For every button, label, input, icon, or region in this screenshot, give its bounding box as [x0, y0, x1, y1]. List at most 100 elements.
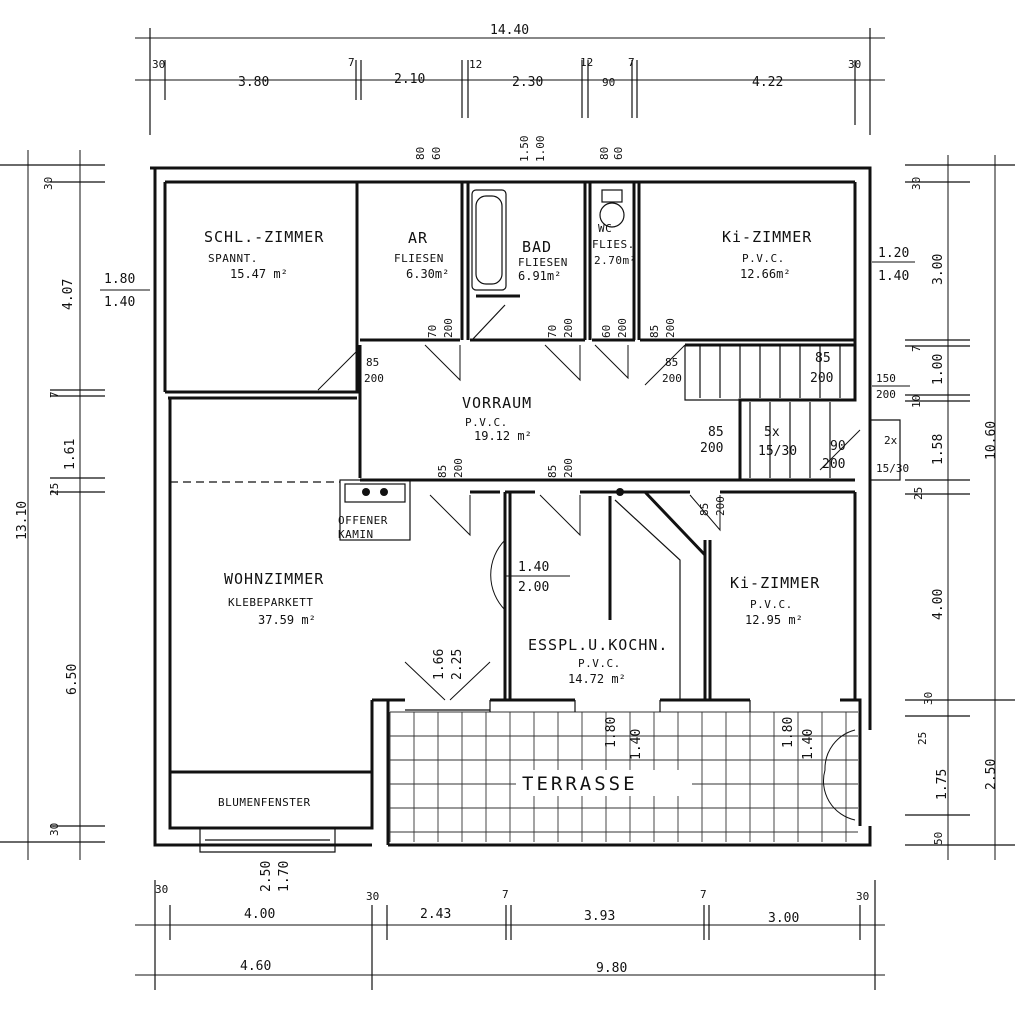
dim-left-total: 13.10 — [15, 501, 30, 540]
kizimmer2-name: Ki-ZIMMER — [730, 574, 820, 592]
door-ent-h: 200 — [876, 388, 896, 401]
dim-bot-980: 9.80 — [596, 961, 627, 976]
pass-w: 1.40 — [518, 560, 549, 575]
dim-right-30a: 30 — [910, 177, 923, 190]
dim-left-407: 4.07 — [61, 279, 76, 310]
win-ki1-w: 1.20 — [878, 246, 909, 261]
kizimmer2-floor: P.V.C. — [750, 598, 793, 611]
win-ess-h: 1.40 — [629, 729, 644, 760]
win-ar-h: 60 — [430, 147, 443, 160]
dim-left-650: 6.50 — [65, 664, 80, 695]
dim-top-12a: 12 — [469, 58, 482, 71]
wohnzimmer-area: 37.59 m² — [258, 613, 316, 627]
door-swings — [317, 344, 861, 821]
left-dimensions: 13.10 30 4.07 7 1.61 25 6.50 30 — [0, 150, 105, 860]
win-ar-w: 80 — [414, 147, 427, 160]
dim-right-175: 1.75 — [935, 769, 950, 800]
wc-area: 2.70m² — [594, 254, 637, 267]
bad-floor: FLIESEN — [518, 256, 568, 269]
kamin-line2: KAMIN — [338, 528, 374, 541]
terrace-tiles — [389, 711, 858, 842]
dim-bot-7b: 7 — [700, 888, 707, 901]
dim-top-210: 2.10 — [394, 72, 425, 87]
door-bad-w: 70 — [546, 325, 559, 338]
dim-top-30b: 30 — [848, 58, 861, 71]
door-ki1-w: 85 — [648, 325, 661, 338]
dim-top-30a: 30 — [152, 58, 165, 71]
win-blume-h: 1.70 — [277, 861, 292, 892]
dim-left-30a: 30 — [42, 177, 55, 190]
ext-steps-count: 2x — [884, 434, 898, 447]
dim-left-30b: 30 — [48, 823, 61, 836]
win-schl-w: 1.80 — [104, 272, 135, 287]
opening-labels: 1.80 1.40 80 60 1.50 1.00 80 60 1.20 1.4… — [100, 136, 915, 892]
win-ki2-h: 1.40 — [801, 729, 816, 760]
dim-right-158: 1.58 — [931, 434, 946, 465]
dim-bot-400: 4.00 — [244, 907, 275, 922]
vorraum-name: VORRAUM — [462, 394, 532, 412]
bad-area: 6.91m² — [518, 269, 561, 283]
bad-name: BAD — [522, 238, 552, 256]
vorraum-area: 19.12 m² — [474, 429, 532, 443]
dim-right-25b: 25 — [916, 732, 929, 745]
door-vr-w: 85 — [815, 351, 831, 366]
dim-right-total: 10.60 — [984, 421, 999, 460]
dim-right-300: 3.00 — [931, 254, 946, 285]
dim-right-30b: 30 — [922, 692, 935, 705]
dim-right-400: 4.00 — [931, 589, 946, 620]
toilet-icon — [599, 202, 625, 228]
win-wc-h: 60 — [612, 147, 625, 160]
win-ki2-w: 1.80 — [781, 717, 796, 748]
dim-bot-7a: 7 — [502, 888, 509, 901]
door-ki2-w: 85 — [698, 503, 711, 516]
ar-area: 6.30m² — [406, 267, 449, 281]
door-vr-h: 200 — [810, 371, 833, 386]
room-labels: SCHL.-ZIMMER SPANNT. 15.47 m² AR FLIESEN… — [204, 222, 820, 809]
bathtub-icon — [471, 189, 507, 291]
kamin-line1: OFFENER — [338, 514, 388, 527]
dim-right-7: 7 — [910, 345, 923, 352]
wc-name: WC — [598, 222, 612, 235]
dim-top-total: 14.40 — [490, 23, 529, 38]
schlafzimmer-name: SCHL.-ZIMMER — [204, 228, 324, 246]
dim-right-50: 50 — [932, 832, 945, 845]
bottom-dimensions: 30 4.00 30 2.43 7 3.93 7 3.00 30 4.60 9.… — [135, 880, 885, 990]
door-wc-h: 200 — [616, 318, 629, 338]
door-vr2-h: 200 — [700, 441, 723, 456]
door-ki2-h: 200 — [714, 496, 727, 516]
door-ent-w: 150 — [876, 372, 896, 385]
kizimmer1-name: Ki-ZIMMER — [722, 228, 812, 246]
door-ess-w: 85 — [546, 465, 559, 478]
wc-floor: FLIES. — [592, 238, 635, 251]
door-bad-h: 200 — [562, 318, 575, 338]
door-out-w: 90 — [830, 439, 846, 454]
stairs-size: 15/30 — [758, 444, 797, 459]
ar-name: AR — [408, 229, 428, 247]
dim-bot-300: 3.00 — [768, 911, 799, 926]
dim-top-7b: 7 — [628, 56, 635, 69]
stairs — [699, 345, 841, 478]
fireplace-icon — [339, 479, 411, 541]
blumenfenster-name: BLUMENFENSTER — [218, 796, 311, 809]
dim-right-10: 10 — [910, 395, 923, 408]
stair-up-h: 200 — [662, 372, 682, 385]
kizimmer2-area: 12.95 m² — [745, 613, 803, 627]
dim-top-422: 4.22 — [752, 75, 783, 90]
top-dimensions: 14.40 30 3.80 7 2.10 12 2.30 12 90 7 4.2… — [135, 23, 885, 135]
door-ki1-h: 200 — [664, 318, 677, 338]
dim-left-161: 1.61 — [63, 439, 78, 470]
dim-bot-393: 3.93 — [584, 909, 615, 924]
door-out-h: 200 — [822, 457, 845, 472]
door-ar-h: 200 — [442, 318, 455, 338]
dim-bot-30b: 30 — [366, 890, 379, 903]
schlafzimmer-floor: SPANNT. — [208, 252, 258, 265]
door-wohn-w: 85 — [436, 465, 449, 478]
wohnzimmer-floor: KLEBEPARKETT — [228, 596, 313, 609]
door-schl-w: 85 — [366, 356, 379, 369]
pass-h: 2.00 — [518, 580, 549, 595]
win-ki1-h: 1.40 — [878, 269, 909, 284]
essplatz-floor: P.V.C. — [578, 657, 621, 670]
schlafzimmer-area: 15.47 m² — [230, 267, 288, 281]
dim-top-380: 3.80 — [238, 75, 269, 90]
